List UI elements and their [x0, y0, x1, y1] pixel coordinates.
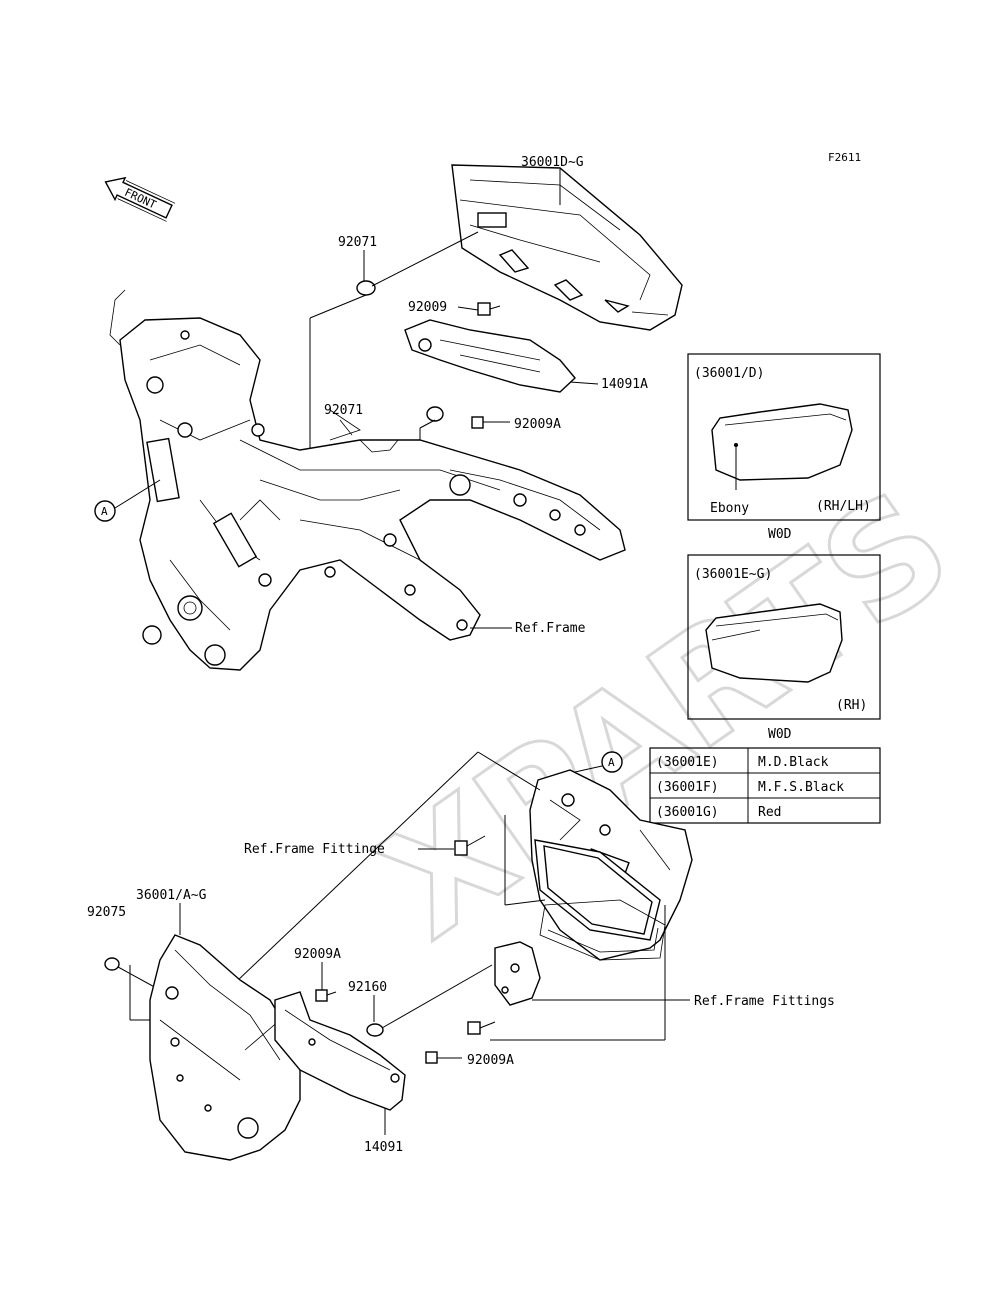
figure-code: F2611: [828, 151, 861, 164]
side-cover-lower: [149, 934, 301, 1161]
inset-top-title: (36001/D): [694, 366, 764, 381]
marker-A-left-label: A: [101, 505, 108, 518]
grommet-92160: [366, 1023, 384, 1037]
grommet-92075: [104, 957, 120, 971]
bolt-92009A-low: [315, 989, 337, 1002]
grommet-92071-top: [356, 280, 376, 296]
inset-36001D: (36001/D) Ebony (RH/LH): [687, 353, 881, 521]
callout-92075: 92075: [87, 905, 126, 920]
front-arrow-label: FRONT: [123, 186, 159, 212]
color-code: (36001E): [656, 755, 719, 770]
callout-92071-top: 92071: [338, 235, 377, 250]
callout-36001DG: 36001D~G: [521, 155, 584, 170]
small-bracket: [494, 941, 541, 1006]
marker-A-right-label: A: [608, 756, 615, 769]
bolt-ref-fitting-left: [454, 835, 486, 856]
inset-bottom-title: (36001E~G): [694, 567, 772, 582]
cover-bracket-assembly: [529, 769, 693, 961]
inset-top-side: (RH/LH): [816, 499, 871, 514]
bolt-92009A-bottom: [425, 1051, 462, 1064]
color-table-row: (36001F) M.F.S.Black: [656, 780, 844, 795]
callout-14091: 14091: [364, 1140, 403, 1155]
marker-A-left: A: [94, 500, 116, 522]
callout-92160: 92160: [348, 980, 387, 995]
callout-14091A: 14091A: [601, 377, 648, 392]
color-code: (36001F): [656, 780, 719, 795]
callout-ref-frame: Ref.Frame: [515, 621, 586, 636]
color-code: (36001G): [656, 805, 719, 820]
bolt-ref-fitting-right: [467, 1021, 496, 1035]
inset-bottom-caption: W0D: [768, 727, 792, 742]
callout-ref-frame-fittings-right: Ref.Frame Fittings: [694, 994, 835, 1009]
inset-top-note: Ebony: [710, 501, 749, 516]
color-table: (36001E) M.D.Black (36001F) M.F.S.Black …: [649, 747, 881, 824]
bolt-92009: [477, 302, 501, 316]
callout-92009: 92009: [408, 300, 447, 315]
color-table-row: (36001G) Red: [656, 805, 781, 820]
callout-ref-frame-fittings-left: Ref.Frame Fittinge: [244, 842, 385, 857]
grommet-92071-mid: [426, 406, 444, 422]
color-name: M.D.Black: [758, 755, 829, 770]
color-name: M.F.S.Black: [758, 780, 844, 795]
bolt-92009A-mid: [471, 416, 510, 429]
inset-top-caption: W0D: [768, 527, 792, 542]
callout-36001AG: 36001/A~G: [136, 888, 207, 903]
callout-92009A-bottom: 92009A: [467, 1053, 514, 1068]
bracket-14091A: [404, 319, 576, 393]
color-name: Red: [758, 805, 781, 820]
color-table-row: (36001E) M.D.Black: [656, 755, 829, 770]
inset-36001EG: (36001E~G) (RH): [687, 554, 881, 720]
callout-92009A-mid: 92009A: [514, 417, 561, 432]
marker-A-right: A: [601, 751, 623, 773]
side-cover-top: [451, 164, 683, 331]
motorcycle-frame: [109, 289, 626, 671]
callout-92071-mid: 92071: [324, 403, 363, 418]
inset-bottom-side: (RH): [836, 698, 867, 713]
callout-92009A-low: 92009A: [294, 947, 341, 962]
bracket-14091: [274, 991, 406, 1111]
front-arrow-icon: FRONT: [104, 176, 176, 222]
